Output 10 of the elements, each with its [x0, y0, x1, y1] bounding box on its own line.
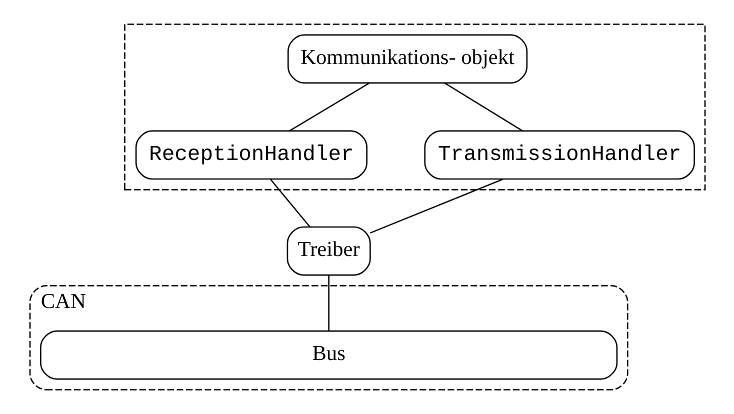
- node-box: Kommunikations- objekt: [286, 34, 528, 84]
- connector: [270, 178, 310, 228]
- connector: [288, 82, 370, 132]
- node-box: Bus: [40, 330, 618, 380]
- cluster: [124, 24, 706, 190]
- node-box: ReceptionHandler: [134, 130, 367, 180]
- connector: [328, 275, 329, 331]
- node-box: TransmissionHandler: [424, 130, 694, 180]
- connector: [444, 82, 522, 132]
- node-box: Treiber: [286, 226, 370, 276]
